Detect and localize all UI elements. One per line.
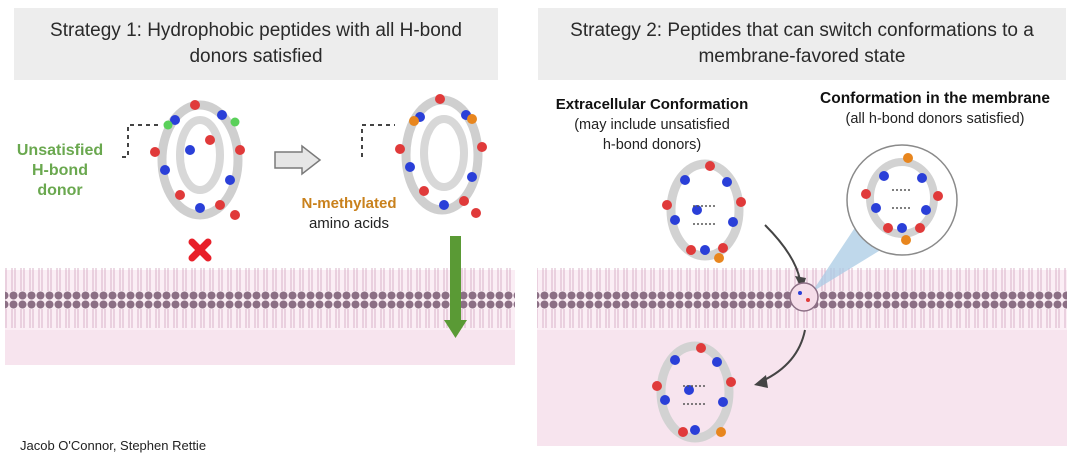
pointer-line-unsatisfied xyxy=(122,124,160,158)
unsatisfied-line2: H-bond xyxy=(32,162,88,179)
pointer-line-nmethyl xyxy=(361,124,395,157)
membrane-conformation-label: Conformation in the membrane (all h-bond… xyxy=(790,89,1080,129)
strategy1-title-line2: donors satisfied xyxy=(189,46,323,67)
strategy2-title-line2: membrane-favored state xyxy=(698,46,906,67)
extracellular-sub2: h-bond donors) xyxy=(602,137,702,153)
unsatisfied-line3: donor xyxy=(37,182,83,199)
blocked-x-icon xyxy=(188,238,212,262)
strategy2-title-line1: Strategy 2: Peptides that can switch con… xyxy=(570,20,1034,41)
extracellular-title: Extracellular Conformation xyxy=(555,96,749,113)
unsatisfied-label: Unsatisfied H-bond donor xyxy=(6,141,114,201)
peptide-nmethylated xyxy=(395,94,487,218)
membrane-title: Conformation in the membrane xyxy=(820,90,1050,107)
membrane-sub: (all h-bond donors satisfied) xyxy=(845,111,1025,127)
strategy1-banner: Strategy 1: Hydrophobic peptides with al… xyxy=(14,8,498,80)
extracellular-sub1: (may include unsatisfied xyxy=(574,117,730,133)
right-arrow-icon xyxy=(274,144,322,176)
strategy2-banner: Strategy 2: Peptides that can switch con… xyxy=(538,8,1066,80)
nmethyl-label: N-methylated amino acids xyxy=(284,194,414,234)
extracellular-label: Extracellular Conformation (may include … xyxy=(538,95,766,155)
unsatisfied-line1: Unsatisfied xyxy=(16,142,104,159)
peptide-extracellular xyxy=(662,159,746,263)
nmethyl-line1: N-methylated xyxy=(301,195,397,212)
nmethyl-line2: amino acids xyxy=(308,215,390,232)
strategy1-title-line1: Strategy 1: Hydrophobic peptides with al… xyxy=(50,20,462,41)
peptide-unsatisfied xyxy=(150,100,245,220)
left-membrane xyxy=(5,268,515,365)
peptide-intracellular xyxy=(652,341,736,443)
peptide-membrane-conformation xyxy=(861,153,943,245)
credit-text: Jacob O'Connor, Stephen Rettie xyxy=(20,438,207,453)
down-arrow-icon xyxy=(444,236,467,338)
